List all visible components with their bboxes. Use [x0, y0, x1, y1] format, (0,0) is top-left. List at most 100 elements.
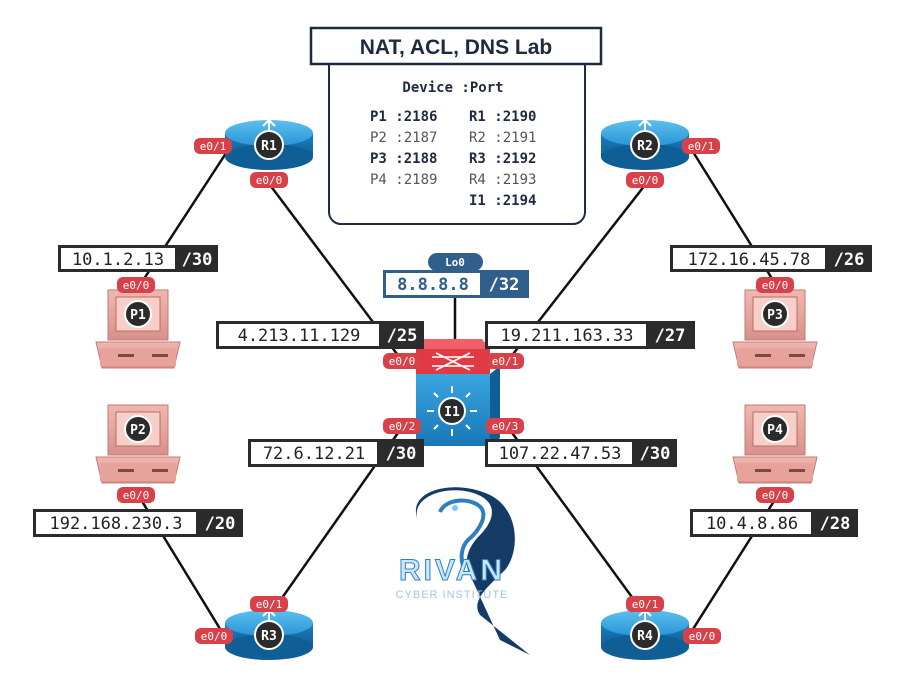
subnet-mask: /30 — [640, 444, 671, 464]
svg-text:e0/3: e0/3 — [492, 420, 519, 433]
router-icon — [601, 608, 689, 660]
svg-text:e0/0: e0/0 — [123, 489, 150, 502]
port-table-cell: R4 :2193 — [469, 172, 536, 188]
port-table-cell: P1 :2186 — [370, 109, 437, 125]
rivan-logo: RIVAN CYBER INSTITUTE — [396, 487, 530, 655]
pc-p2[interactable]: P2 — [95, 404, 181, 484]
port-table-cell: I1 :2194 — [469, 193, 536, 209]
subnet-mask: /20 — [205, 514, 236, 534]
ip-address: 10.1.2.13 — [72, 250, 164, 270]
port-badge: e0/0 — [756, 487, 794, 503]
internet-i1[interactable]: I1 — [416, 339, 500, 446]
port-badge: e0/0 — [383, 353, 421, 369]
svg-text:e0/0: e0/0 — [123, 279, 150, 292]
port-table-cell: P4 :2189 — [370, 172, 437, 188]
ip-label-r1-i1: 4.213.11.129 /25 — [216, 321, 424, 349]
pc-p3[interactable]: P3 — [732, 289, 818, 369]
router-r2[interactable]: R2 — [601, 118, 689, 170]
router-r1[interactable]: R1 — [225, 118, 313, 170]
internet-label: I1 — [444, 405, 460, 420]
subnet-mask: /27 — [655, 326, 686, 346]
loopback-mask: /32 — [489, 275, 520, 295]
svg-text:e0/1: e0/1 — [632, 598, 659, 611]
svg-text:e0/1: e0/1 — [688, 140, 715, 153]
pc-p1[interactable]: P1 — [95, 289, 181, 369]
router-icon — [225, 608, 313, 660]
router-r4[interactable]: R4 — [601, 608, 689, 660]
computer-icon — [732, 289, 818, 369]
port-badge: e0/0 — [195, 628, 233, 644]
ip-address: 4.213.11.129 — [238, 326, 361, 346]
port-badge: e0/1 — [250, 596, 288, 612]
port-badge: e0/0 — [250, 172, 288, 188]
dragon-emblem-icon — [415, 487, 530, 655]
ip-label-r4-i1: 107.22.47.53 /30 — [485, 439, 677, 467]
port-badge: e0/1 — [486, 353, 524, 369]
port-badge: e0/2 — [383, 418, 421, 434]
router-label: R4 — [637, 629, 653, 644]
svg-text:e0/1: e0/1 — [200, 140, 227, 153]
router-icon — [225, 118, 313, 170]
svg-text:e0/1: e0/1 — [256, 598, 283, 611]
loopback-group: Lo0 8.8.8.8 /32 — [383, 253, 529, 298]
router-label: R1 — [261, 139, 277, 154]
ip-label-r2-i1: 19.211.163.33 /27 — [485, 321, 695, 349]
svg-text:e0/0: e0/0 — [632, 174, 659, 187]
computer-icon — [95, 289, 181, 369]
ip-address: 107.22.47.53 — [499, 444, 622, 464]
ip-label-r3-p2: 192.168.230.3 /20 — [33, 509, 243, 537]
multilayer-switch-icon — [416, 339, 500, 446]
ip-address: 172.16.45.78 — [688, 250, 811, 270]
svg-text:e0/0: e0/0 — [256, 174, 283, 187]
port-badge: e0/1 — [626, 596, 664, 612]
router-label: R3 — [261, 629, 277, 644]
ip-address: 10.4.8.86 — [706, 514, 798, 534]
ip-address: 72.6.12.21 — [263, 444, 365, 464]
computer-icon — [732, 404, 818, 484]
router-label: R2 — [637, 139, 653, 154]
ip-label-r3-i1: 72.6.12.21 /30 — [248, 439, 424, 467]
svg-text:e0/0: e0/0 — [389, 355, 416, 368]
pc-p4[interactable]: P4 — [732, 404, 818, 484]
ip-address: 19.211.163.33 — [500, 326, 633, 346]
subnet-mask: /30 — [182, 250, 213, 270]
page-title: NAT, ACL, DNS Lab — [360, 36, 553, 59]
svg-text:e0/0: e0/0 — [762, 279, 789, 292]
port-badge: e0/0 — [117, 487, 155, 503]
pc-label: P3 — [767, 308, 783, 323]
svg-text:e0/0: e0/0 — [201, 630, 228, 643]
port-badge: e0/0 — [683, 628, 721, 644]
loopback-name: Lo0 — [445, 256, 465, 269]
ip-label-r4-p4: 10.4.8.86 /28 — [690, 509, 858, 537]
port-table-cell: R3 :2192 — [469, 151, 536, 167]
pc-label: P4 — [767, 423, 783, 438]
loopback-ip: 8.8.8.8 — [397, 275, 469, 295]
pc-label: P2 — [130, 423, 146, 438]
port-table-cell: P3 :2188 — [370, 151, 437, 167]
svg-text:e0/1: e0/1 — [492, 355, 519, 368]
svg-text:e0/0: e0/0 — [762, 489, 789, 502]
port-badge: e0/0 — [756, 277, 794, 293]
port-table-header: Device :Port — [402, 80, 503, 96]
port-table-cell: P2 :2187 — [370, 130, 437, 146]
ip-address: 192.168.230.3 — [49, 514, 182, 534]
subnet-mask: /28 — [820, 514, 851, 534]
logo-name: RIVAN — [399, 554, 505, 587]
port-badge: e0/1 — [194, 138, 232, 154]
logo-tagline: CYBER INSTITUTE — [396, 589, 509, 601]
port-badges: e0/1 e0/0 e0/1 e0/0 e0/1 e0/0 e0/1 e0/0 … — [117, 138, 794, 644]
router-r3[interactable]: R3 — [225, 608, 313, 660]
subnet-mask: /25 — [387, 326, 418, 346]
port-badge: e0/0 — [117, 277, 155, 293]
ip-label-r2-p3: 172.16.45.78 /26 — [670, 245, 872, 272]
svg-text:e0/2: e0/2 — [389, 420, 416, 433]
port-badge: e0/0 — [626, 172, 664, 188]
ip-label-r1-p1: 10.1.2.13 /30 — [58, 245, 218, 272]
port-badge: e0/1 — [682, 138, 720, 154]
svg-text:e0/0: e0/0 — [689, 630, 716, 643]
title-box: NAT, ACL, DNS Lab — [309, 26, 603, 66]
port-table-cell: R2 :2191 — [469, 130, 536, 146]
